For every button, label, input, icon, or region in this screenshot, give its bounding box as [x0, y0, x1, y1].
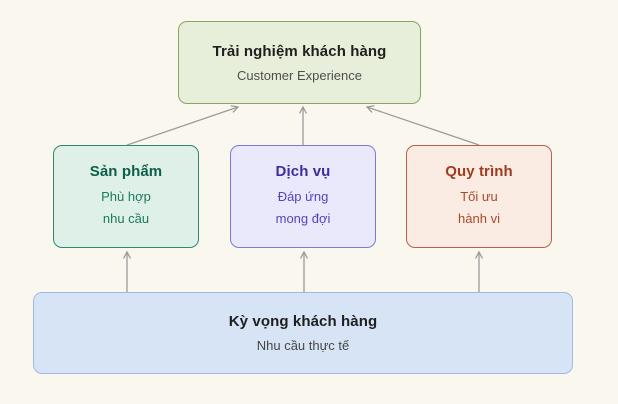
- node-text-line: Tối ưu: [460, 189, 498, 204]
- node-text-line: nhu cầu: [102, 211, 150, 226]
- node-text-line: Đáp ứng: [277, 189, 329, 204]
- arrow-process-to-experience: [365, 105, 480, 146]
- node-customer-experience: Trải nghiệm khách hàng Customer Experien…: [178, 21, 421, 104]
- node-service: Dịch vụ Đáp ứng mong đợi: [230, 145, 376, 248]
- node-process: Quy trình Tối ưu hành vi: [406, 145, 552, 248]
- node-text-line: mong đợi: [275, 211, 331, 226]
- node-title: Kỳ vọng khách hàng: [228, 313, 378, 330]
- node-title: Dịch vụ: [275, 163, 331, 180]
- node-title: Quy trình: [445, 163, 513, 180]
- node-title: Trải nghiệm khách hàng: [212, 42, 387, 60]
- node-text-line: Phù hợp: [101, 189, 151, 204]
- arrow-product-to-experience: [126, 105, 240, 146]
- node-product: Sản phẩm Phù hợp nhu cầu: [53, 145, 199, 248]
- node-text-line: hành vi: [458, 211, 500, 226]
- node-subtitle: Customer Experience: [237, 67, 362, 83]
- node-title: Sản phẩm: [89, 163, 163, 180]
- node-customer-expectation: Kỳ vọng khách hàng Nhu cầu thực tế: [33, 292, 573, 374]
- node-subtitle: Nhu cầu thực tế: [256, 338, 350, 353]
